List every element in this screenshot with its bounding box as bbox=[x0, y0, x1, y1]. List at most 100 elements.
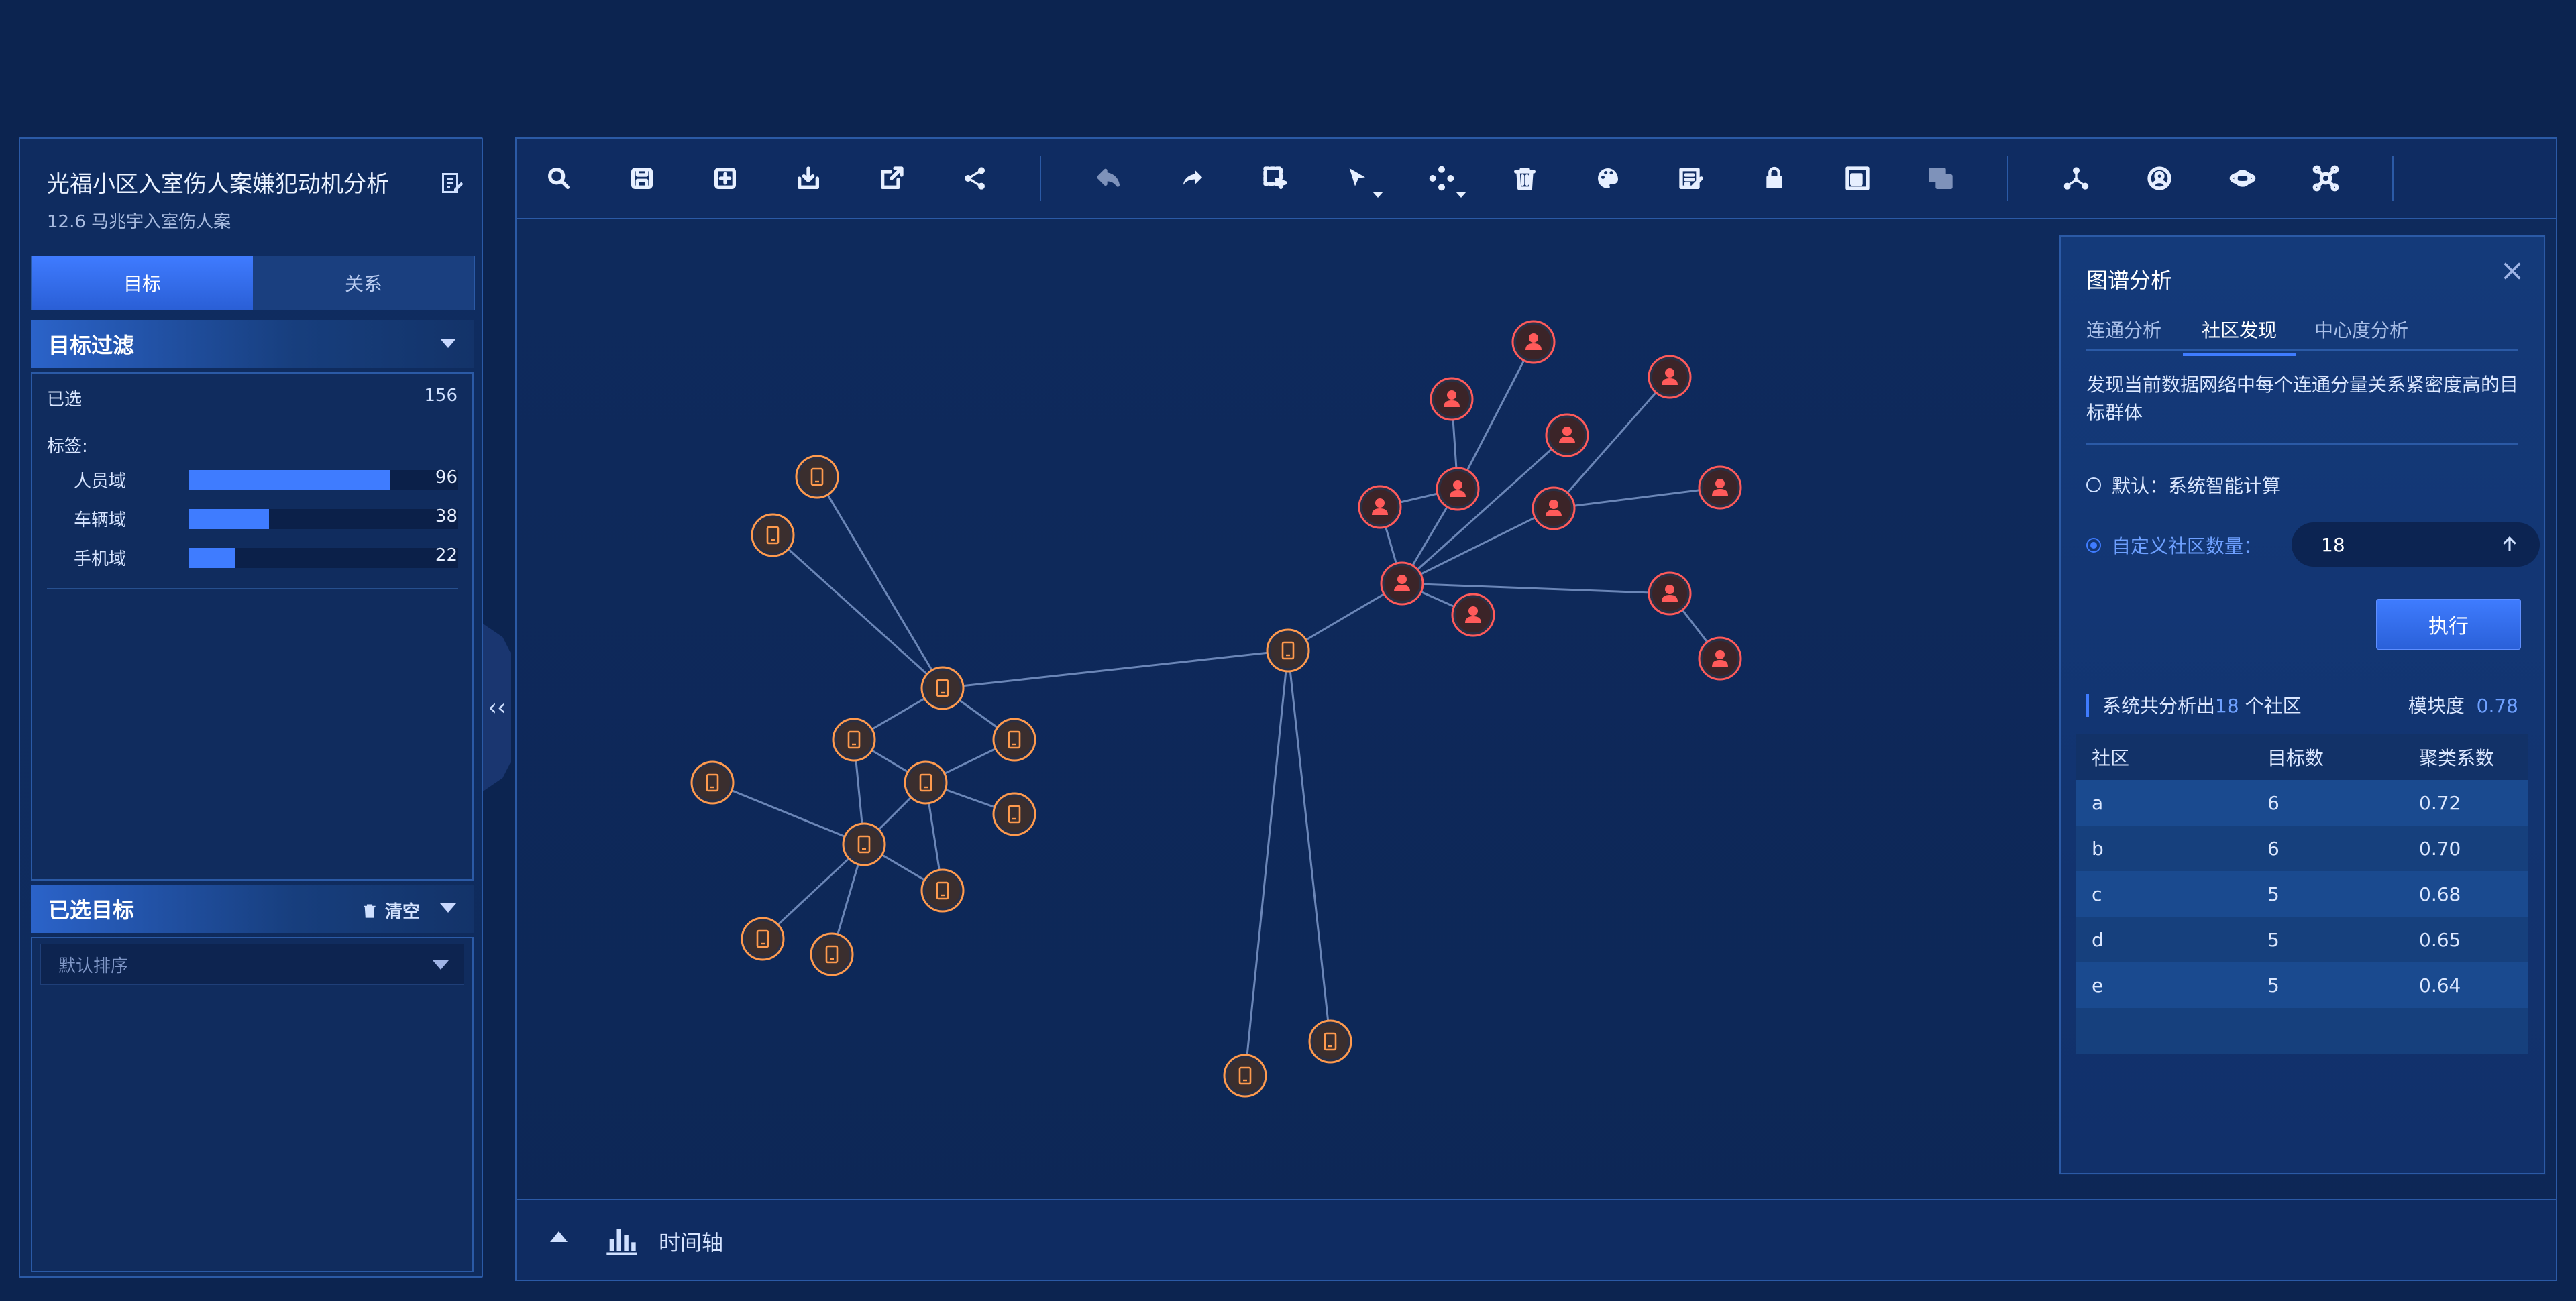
edit-icon[interactable] bbox=[440, 171, 464, 195]
tab-centrality[interactable]: 中心度分析 bbox=[2314, 319, 2409, 341]
phone-node[interactable] bbox=[920, 868, 965, 913]
arrow-up-icon[interactable] bbox=[2500, 534, 2520, 555]
execute-button[interactable]: 执行 bbox=[2376, 599, 2521, 650]
palette-tool[interactable] bbox=[1593, 163, 1623, 194]
delete-tool[interactable] bbox=[1509, 163, 1540, 194]
bar-row-phone[interactable]: 手机域 22 bbox=[74, 544, 458, 571]
person-node[interactable] bbox=[1430, 377, 1474, 421]
table-row[interactable]: a 6 0.72 bbox=[2076, 780, 2528, 826]
graph-edge[interactable] bbox=[1456, 341, 1535, 490]
person-node[interactable] bbox=[1648, 571, 1692, 616]
radio-button[interactable] bbox=[2086, 538, 2101, 553]
phone-node[interactable] bbox=[1308, 1019, 1352, 1064]
person-node[interactable] bbox=[1698, 636, 1742, 681]
redo-tool[interactable] bbox=[1177, 163, 1208, 194]
phone-node[interactable] bbox=[810, 932, 854, 976]
share-tool[interactable] bbox=[959, 163, 990, 194]
radio-default-option[interactable]: 默认：系统智能计算 bbox=[2086, 471, 2518, 498]
graph-edge[interactable] bbox=[1552, 376, 1671, 509]
graph-edge[interactable] bbox=[1401, 434, 1568, 585]
tab-target[interactable]: 目标 bbox=[32, 256, 253, 310]
phone-node[interactable] bbox=[842, 822, 886, 866]
lock-tool[interactable] bbox=[1759, 163, 1790, 194]
tab-connectivity[interactable]: 连通分析 bbox=[2086, 319, 2162, 341]
table-row[interactable]: b 6 0.70 bbox=[2076, 826, 2528, 871]
chevron-down-icon[interactable] bbox=[440, 903, 456, 913]
radio-button[interactable] bbox=[2086, 477, 2101, 492]
table-row[interactable]: d 5 0.65 bbox=[2076, 917, 2528, 962]
expand-up-icon[interactable] bbox=[550, 1231, 568, 1242]
phone-node[interactable] bbox=[832, 718, 876, 762]
person-node[interactable] bbox=[1358, 485, 1402, 529]
graph-edge[interactable] bbox=[816, 476, 944, 689]
accent-bar bbox=[2086, 694, 2089, 717]
graph-edge[interactable] bbox=[1287, 582, 1403, 652]
pointer-tool[interactable] bbox=[1343, 163, 1383, 198]
graph-edge[interactable] bbox=[1401, 582, 1670, 595]
import-tool[interactable] bbox=[793, 163, 824, 194]
person-node[interactable] bbox=[1648, 355, 1692, 399]
phone-node[interactable] bbox=[992, 718, 1036, 762]
search-tool[interactable] bbox=[543, 163, 574, 194]
community-tool[interactable] bbox=[2144, 163, 2175, 194]
collapse-panel-button[interactable]: ‹‹ bbox=[483, 624, 511, 791]
graph-canvas[interactable] bbox=[517, 218, 2556, 1204]
export-tool[interactable] bbox=[876, 163, 907, 194]
phone-node[interactable] bbox=[690, 760, 735, 805]
timeline-label[interactable]: 时间轴 bbox=[659, 1230, 724, 1255]
bar-fill bbox=[189, 509, 269, 529]
layer-tool[interactable] bbox=[1925, 163, 1956, 194]
add-tool[interactable] bbox=[710, 163, 741, 194]
relationship-graph[interactable] bbox=[517, 218, 2556, 1204]
radio-custom-option[interactable]: 自定义社区数量： 18 bbox=[2086, 522, 2540, 567]
note-tool[interactable] bbox=[1676, 163, 1707, 194]
clear-button[interactable]: 清空 bbox=[361, 898, 420, 923]
close-icon[interactable] bbox=[2501, 260, 2524, 282]
undo-tool[interactable] bbox=[1093, 163, 1124, 194]
phone-node[interactable] bbox=[741, 917, 785, 961]
box-select-tool[interactable] bbox=[1260, 163, 1291, 194]
tab-relation[interactable]: 关系 bbox=[344, 273, 382, 295]
layout-tool[interactable] bbox=[1426, 163, 1466, 198]
cluster-tool[interactable] bbox=[2310, 163, 2341, 194]
graph-edge[interactable] bbox=[1287, 650, 1332, 1042]
graph-edge[interactable] bbox=[1401, 507, 1554, 585]
person-head bbox=[1447, 390, 1456, 400]
person-node[interactable] bbox=[1436, 467, 1480, 511]
phone-node[interactable] bbox=[920, 666, 965, 710]
phone-node[interactable] bbox=[1266, 628, 1310, 673]
filter-section-header[interactable]: 目标过滤 bbox=[31, 320, 474, 368]
phone-node[interactable] bbox=[795, 455, 839, 499]
person-node[interactable] bbox=[1451, 593, 1495, 637]
phone-node[interactable] bbox=[751, 513, 795, 557]
table-row[interactable]: c 5 0.68 bbox=[2076, 871, 2528, 917]
phone-node[interactable] bbox=[1223, 1054, 1267, 1098]
selected-section-header[interactable]: 已选目标 清空 bbox=[31, 885, 474, 933]
save-tool[interactable] bbox=[627, 163, 657, 194]
graph-edge[interactable] bbox=[712, 781, 865, 846]
sort-select[interactable]: 默认排序 bbox=[40, 944, 464, 985]
phone-icon bbox=[810, 467, 824, 486]
hierarchy-tool[interactable] bbox=[2061, 163, 2092, 194]
phone-node[interactable] bbox=[904, 760, 948, 805]
person-node[interactable] bbox=[1380, 561, 1424, 606]
phone-node[interactable] bbox=[992, 792, 1036, 836]
person-node[interactable] bbox=[1532, 486, 1576, 530]
person-node[interactable] bbox=[1545, 413, 1589, 457]
graph-edge[interactable] bbox=[771, 534, 944, 689]
bar-row-vehicle[interactable]: 车辆域 38 bbox=[74, 505, 458, 532]
left-panel: 光福小区入室伤人案嫌犯动机分析 12.6 马兆宇入室伤人案 目标 关系 目标过滤… bbox=[19, 137, 483, 1278]
tab-community[interactable]: 社区发现 bbox=[2182, 316, 2296, 356]
graph-edge[interactable] bbox=[1553, 486, 1721, 510]
community-count-input[interactable]: 18 bbox=[2292, 522, 2540, 567]
person-node[interactable] bbox=[1698, 465, 1742, 510]
graph-edge[interactable] bbox=[1244, 650, 1289, 1076]
graph-edge[interactable] bbox=[761, 843, 865, 940]
chevron-down-icon[interactable] bbox=[440, 339, 456, 348]
graph-edge[interactable] bbox=[942, 649, 1289, 689]
table-row[interactable]: e 5 0.64 bbox=[2076, 962, 2528, 1008]
fit-tool[interactable] bbox=[1842, 163, 1873, 194]
orbit-tool[interactable] bbox=[2227, 163, 2258, 194]
person-node[interactable] bbox=[1511, 320, 1556, 364]
bar-row-people[interactable]: 人员域 96 bbox=[74, 466, 458, 493]
